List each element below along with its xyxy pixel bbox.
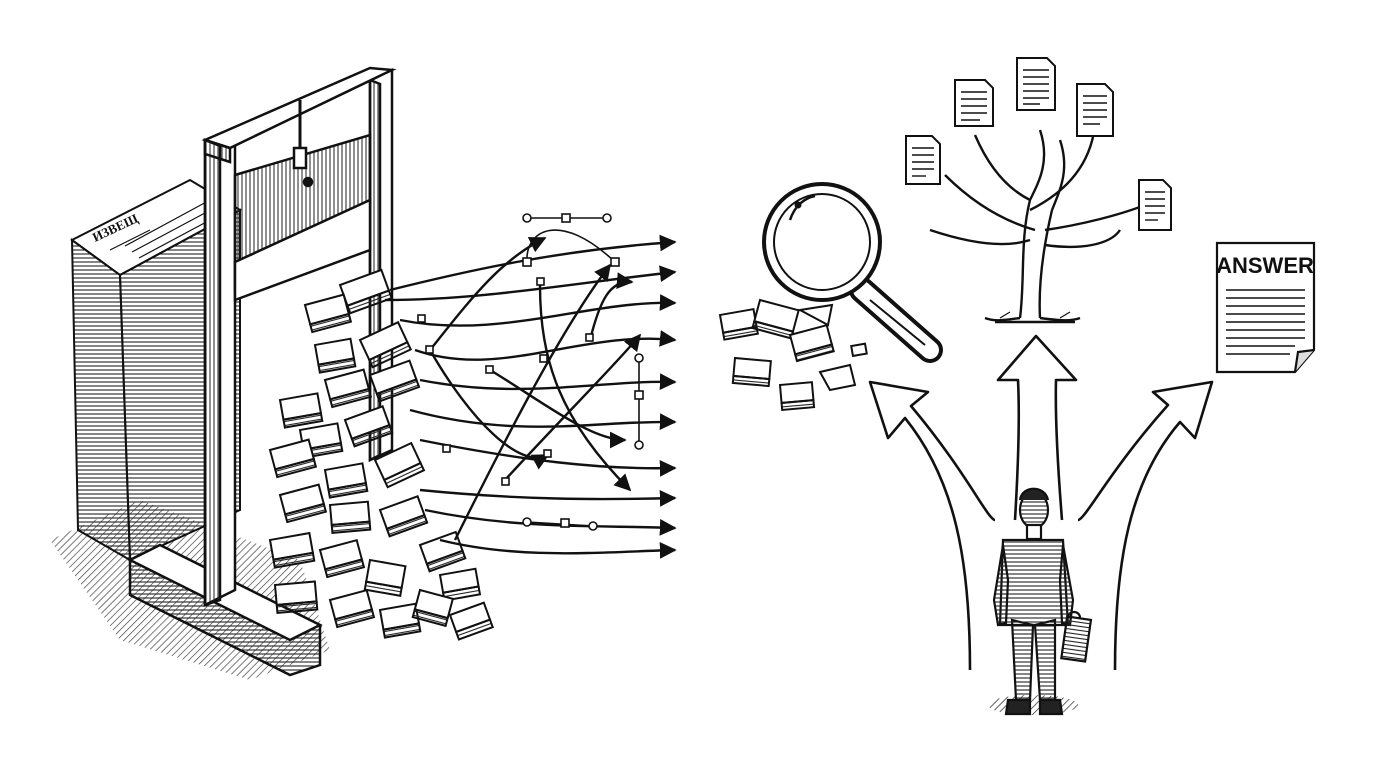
document-tree (929, 124, 1146, 324)
tree-doc-icon-5 (1138, 179, 1172, 231)
magnifying-glass-icon (762, 182, 943, 363)
scattered-paper-bits (718, 298, 868, 411)
tree-doc-icon-4 (905, 135, 941, 185)
arrow-right-branch (1077, 380, 1214, 671)
paper-chunks (268, 268, 495, 641)
answer-document: ANSWER (1215, 241, 1316, 374)
briefcase-icon (1060, 610, 1093, 663)
tree-documents (905, 57, 1172, 231)
tangled-arrows (384, 234, 677, 559)
tree-ground-hatch (995, 311, 1075, 324)
bezier-handles (417, 213, 644, 531)
arrow-center-branch (996, 334, 1078, 521)
tree-doc-icon-1 (954, 79, 994, 127)
arrow-left-branch (868, 380, 996, 671)
businessman-figure (988, 487, 1093, 716)
guillotine (127, 66, 397, 677)
forking-path-arrows (868, 334, 1214, 671)
tree-doc-icon-3 (1076, 83, 1114, 137)
tree-doc-icon-2 (1016, 57, 1056, 111)
answer-label: ANSWER (1216, 253, 1314, 278)
